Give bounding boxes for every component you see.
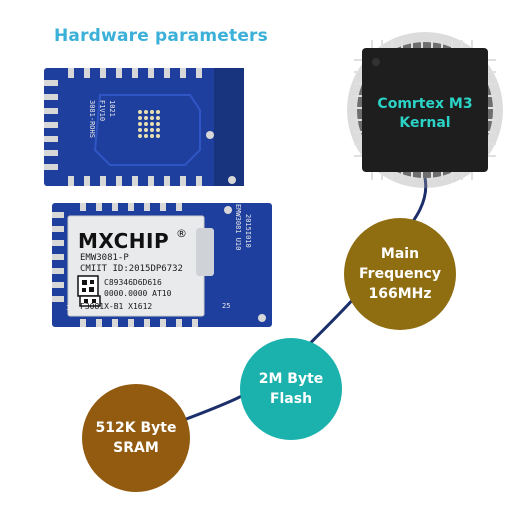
pcb-front-pads-left xyxy=(52,212,64,302)
sram-bubble: 512K Byte SRAM xyxy=(82,384,190,492)
flash-line-1: 2M Byte xyxy=(258,371,324,387)
flash-line-2: Flash xyxy=(269,391,313,407)
cpu-chip-label: Comrtex M3 Kernal xyxy=(360,95,490,133)
pin-label-25: 25 xyxy=(222,302,231,310)
registered-mark: ® xyxy=(176,227,187,240)
module-side-model: EMW3081 U10 xyxy=(234,204,242,251)
cpu-chip-pins xyxy=(354,40,496,180)
module-serial-1: C89346D6D616 xyxy=(104,278,162,287)
module-brand: MXCHIP xyxy=(78,229,170,253)
pin-label-18: 18 xyxy=(66,304,75,312)
module-cmiit: CMIIT ID:2015DP6732 xyxy=(80,264,183,274)
pcb-back-pads-bottom xyxy=(68,176,202,186)
page-title: Hardware parameters xyxy=(54,26,268,46)
pcb-back-text-3: 1021 xyxy=(108,100,116,117)
module-serial-2: 0000.0000 AT10 xyxy=(104,289,172,298)
main-frequency-bubble: Main Frequency 166MHz xyxy=(344,218,456,330)
main-frequency-line-2: Frequency xyxy=(359,266,441,282)
cpu-chip-label-line-2: Kernal xyxy=(399,115,451,131)
module-serial-3: F3081X-B1 X1612 xyxy=(80,302,153,311)
pin-label-23: 23 xyxy=(196,304,205,312)
pcb-back-via-grid xyxy=(138,110,160,138)
cpu-chip-label-line-1: Comrtex M3 xyxy=(377,96,473,112)
pcb-back-view xyxy=(44,68,244,186)
pcb-front-pads-bottom xyxy=(80,319,198,327)
pcb-front-pads-top xyxy=(80,203,182,211)
main-frequency-line-1: Main xyxy=(380,246,420,262)
module-model: EMW3081-P xyxy=(80,253,129,263)
pcb-front-view xyxy=(52,203,272,327)
pcb-back-pads-top xyxy=(68,68,202,78)
main-frequency-line-3: 166MHz xyxy=(368,286,432,302)
flash-bubble: 2M Byte Flash xyxy=(240,338,342,440)
qr-code xyxy=(77,275,101,307)
sram-line-1: 512K Byte xyxy=(95,420,177,436)
pcb-back-text-2: F1V10 xyxy=(98,100,106,122)
sram-line-2: SRAM xyxy=(113,440,159,456)
pcb-back-text-1: 3081-ROHS xyxy=(88,100,96,138)
module-side-code: 2015I010 xyxy=(244,214,252,248)
pcb-back-pads-left xyxy=(44,80,58,170)
shield-tab xyxy=(196,228,214,276)
cpu-chip-image xyxy=(347,32,503,188)
